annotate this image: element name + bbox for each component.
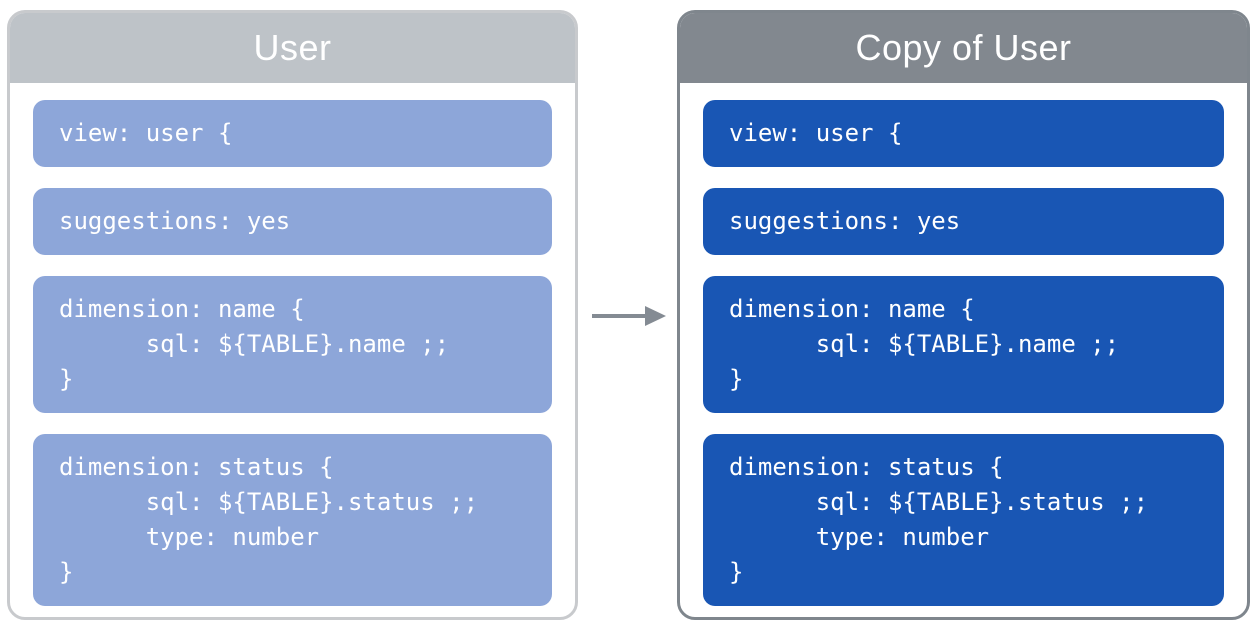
- panel-user-body: view: user { suggestions: yes dimension:…: [10, 83, 575, 606]
- panel-copy-of-user: Copy of User view: user { suggestions: y…: [677, 10, 1250, 620]
- code-block-dimension-name: dimension: name { sql: ${TABLE}.name ;; …: [33, 276, 552, 413]
- panel-user: User view: user { suggestions: yes dimen…: [7, 10, 578, 620]
- code-block-view-declaration: view: user {: [33, 100, 552, 167]
- code-block-dimension-name: dimension: name { sql: ${TABLE}.name ;; …: [703, 276, 1224, 413]
- panel-copy-of-user-header: Copy of User: [680, 13, 1247, 83]
- arrow-right-icon: [592, 306, 666, 326]
- panel-copy-of-user-title: Copy of User: [855, 27, 1072, 68]
- panel-copy-of-user-body: view: user { suggestions: yes dimension:…: [680, 83, 1247, 606]
- code-block-suggestions: suggestions: yes: [703, 188, 1224, 255]
- code-block-dimension-status: dimension: status { sql: ${TABLE}.status…: [33, 434, 552, 606]
- code-block-suggestions: suggestions: yes: [33, 188, 552, 255]
- code-block-dimension-status: dimension: status { sql: ${TABLE}.status…: [703, 434, 1224, 606]
- code-block-view-declaration: view: user {: [703, 100, 1224, 167]
- panel-user-header: User: [10, 13, 575, 83]
- panel-user-title: User: [253, 27, 332, 68]
